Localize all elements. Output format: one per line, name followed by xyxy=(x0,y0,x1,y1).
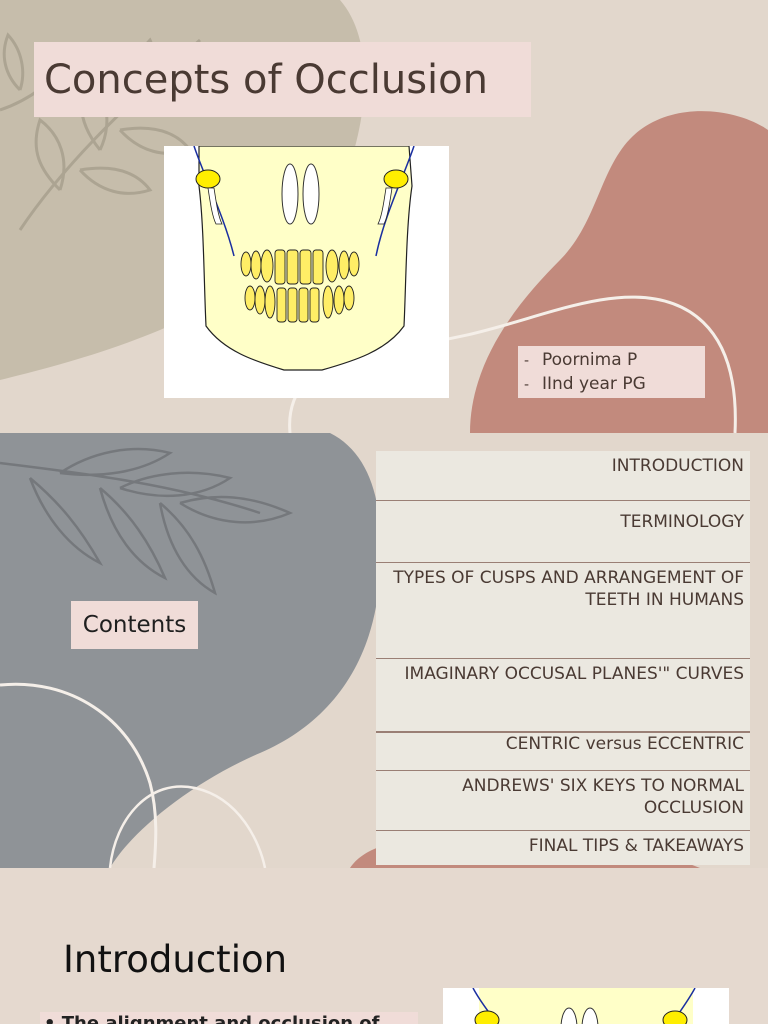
slide-contents: Contents INTRODUCTION TERMINOLOGY TYPES … xyxy=(0,433,768,868)
mandible-illustration xyxy=(193,145,415,371)
author-year-line: - IInd year PG xyxy=(524,373,699,397)
toc-divider xyxy=(376,732,750,733)
contents-heading-box: Contents xyxy=(71,601,198,649)
mandible-illustration xyxy=(472,988,696,1024)
intro-bullet-box: • The alignment and occlusion of xyxy=(40,1012,418,1024)
toc-item[interactable]: ANDREWS' SIX KEYS TO NORMAL OCCLUSION xyxy=(376,771,750,831)
toc-item[interactable]: INTRODUCTION xyxy=(376,451,750,501)
author-info: - Poornima P - IInd year PG xyxy=(518,346,705,398)
toc-item[interactable]: TERMINOLOGY xyxy=(376,501,750,563)
mandible-diagram-preview xyxy=(443,988,729,1024)
author-name-line: - Poornima P xyxy=(524,349,699,373)
table-of-contents: INTRODUCTION TERMINOLOGY TYPES OF CUSPS … xyxy=(376,451,750,865)
mandible-diagram xyxy=(164,145,449,398)
author-year: IInd year PG xyxy=(542,374,646,394)
toc-item[interactable]: FINAL TIPS & TAKEAWAYS xyxy=(528,836,744,856)
slide-introduction: Introduction • The alignment and occlusi… xyxy=(0,868,768,1024)
presentation-title: Concepts of Occlusion xyxy=(44,56,488,103)
intro-bullet-text: • The alignment and occlusion of xyxy=(44,1013,380,1024)
author-name: Poornima P xyxy=(542,350,638,370)
toc-item[interactable]: IMAGINARY OCCUSAL PLANES'" CURVES xyxy=(376,659,750,732)
slide-title: Concepts of Occlusion xyxy=(0,0,768,433)
toc-item[interactable]: CENTRIC versus ECCENTRIC xyxy=(376,732,750,771)
introduction-heading: Introduction xyxy=(63,938,288,981)
contents-heading: Contents xyxy=(82,612,187,638)
toc-item[interactable]: TYPES OF CUSPS AND ARRANGEMENT OF TEETH … xyxy=(376,563,750,659)
dash-bullet: - xyxy=(524,353,530,369)
dash-bullet: - xyxy=(524,377,530,393)
slide-title-box: Concepts of Occlusion xyxy=(34,42,531,117)
